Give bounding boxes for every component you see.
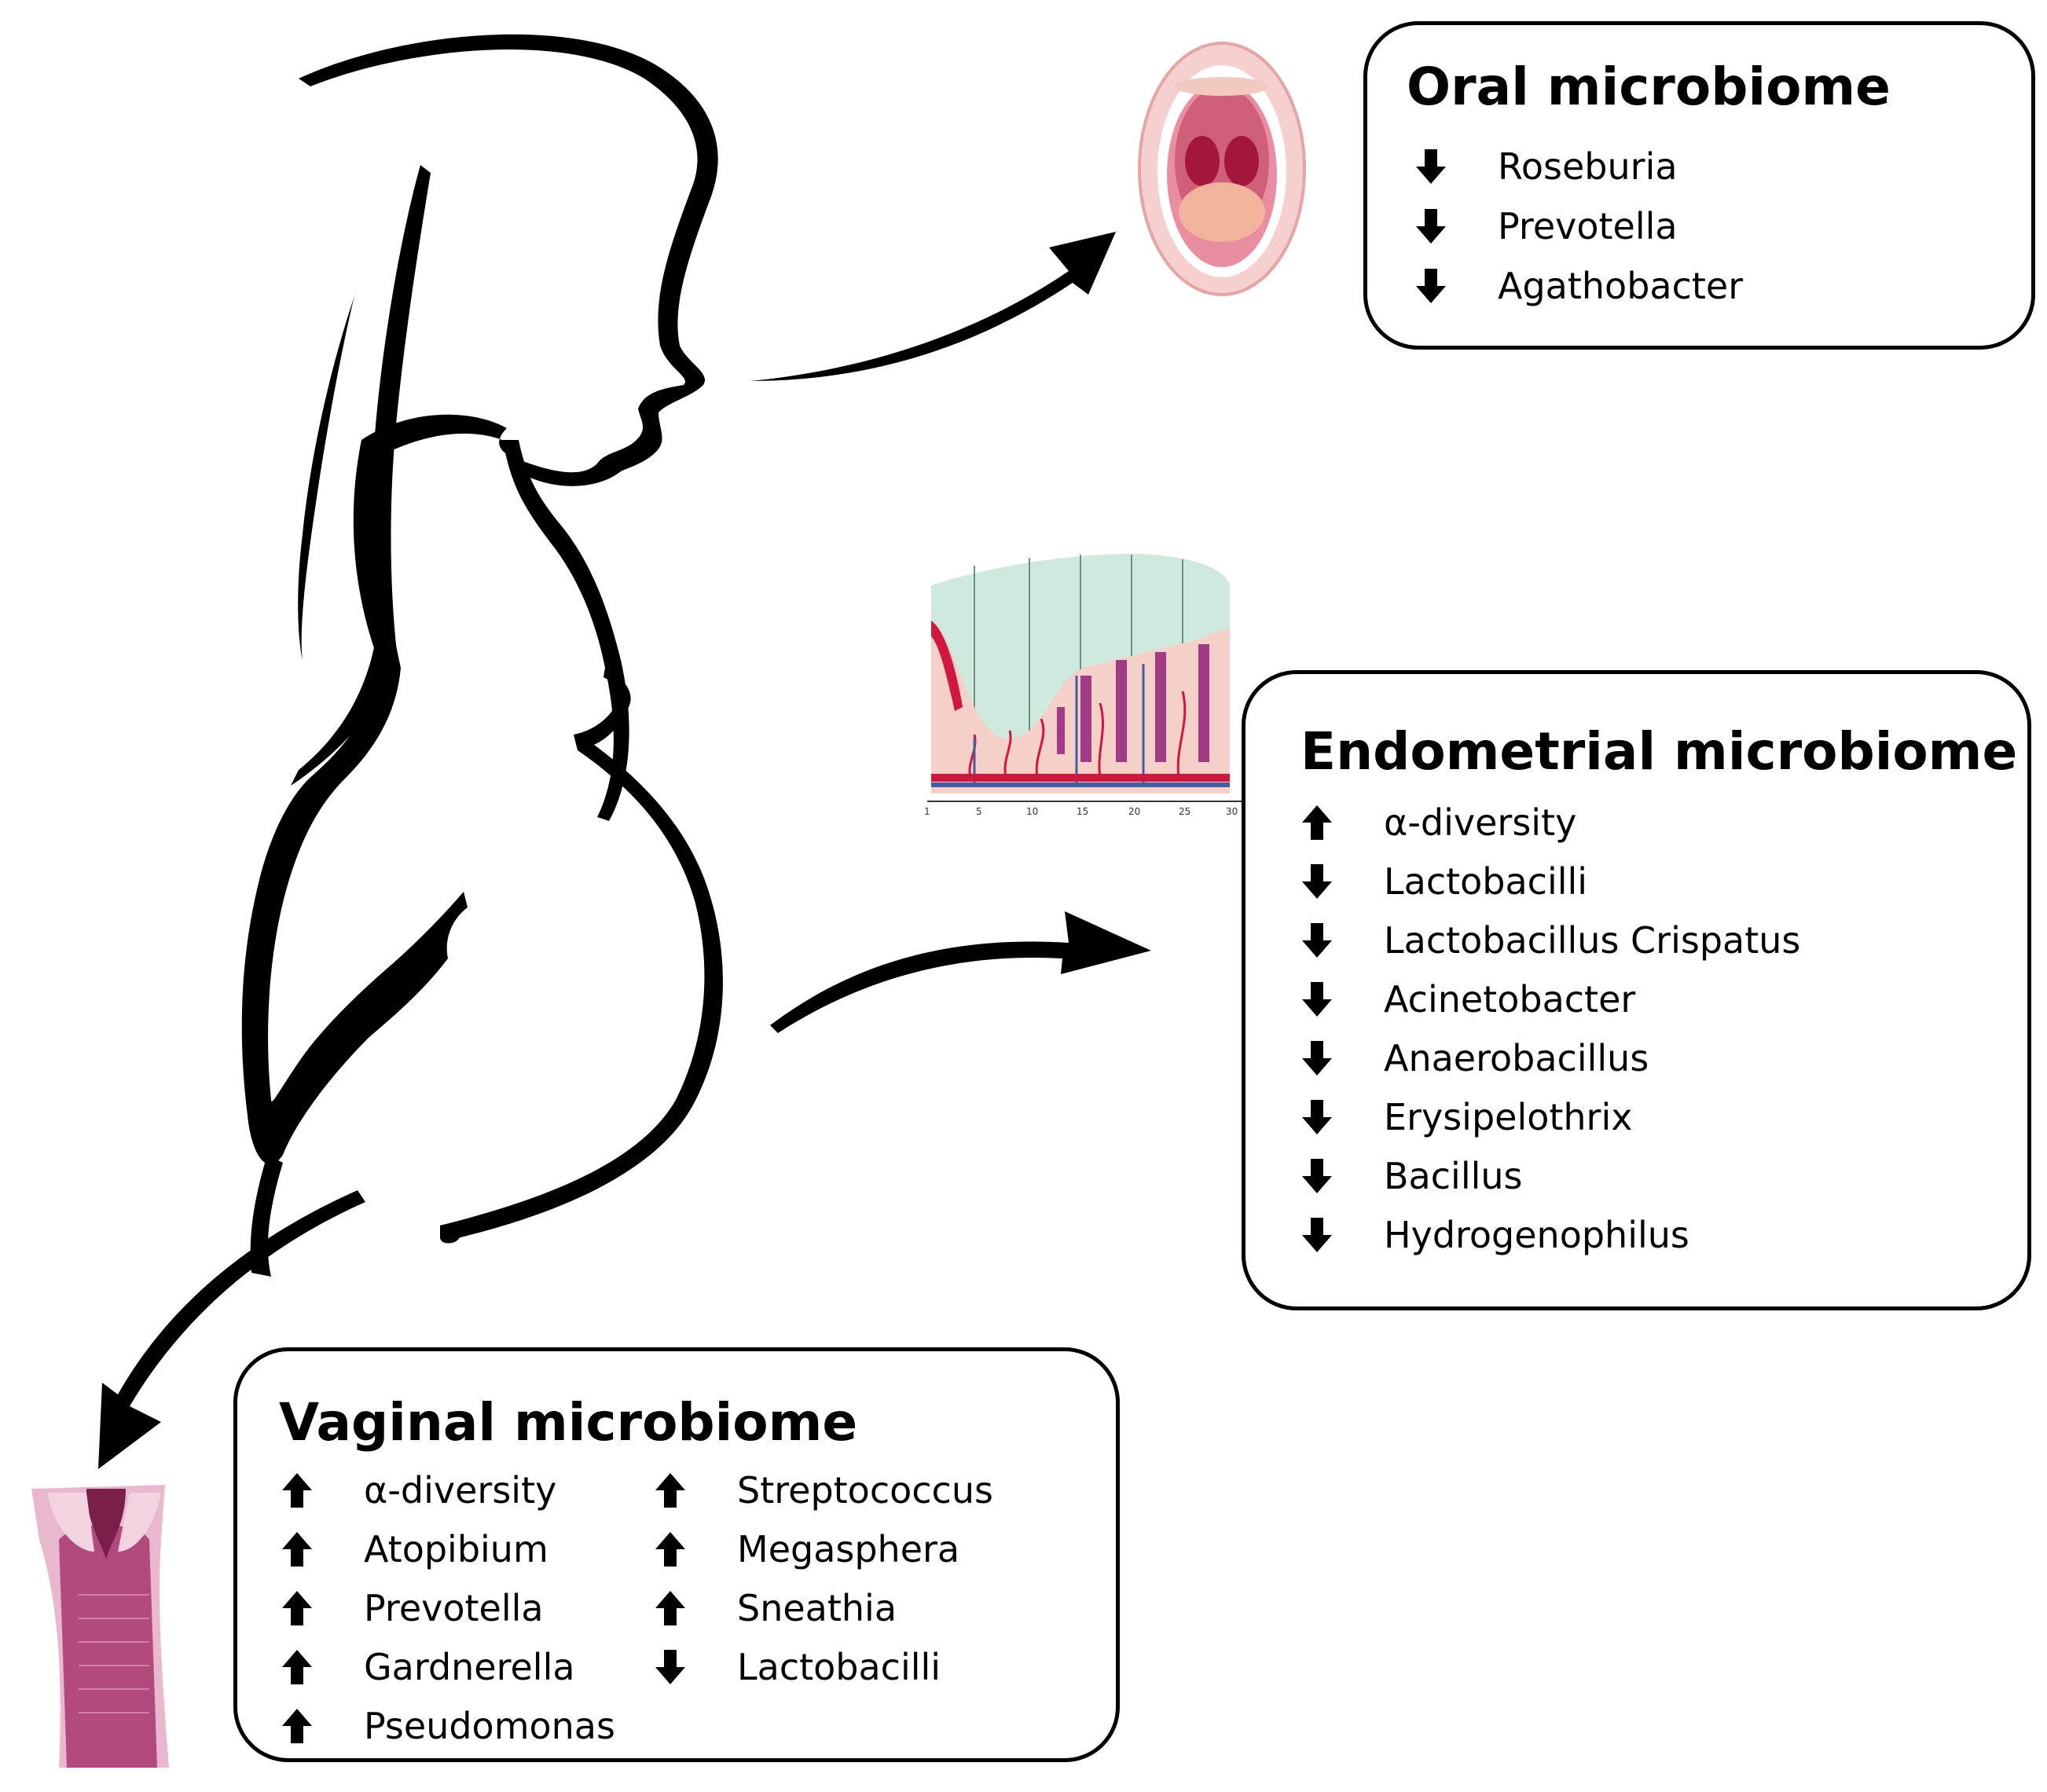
vagina-illustration-icon (31, 1485, 169, 1768)
arrow-up-icon (282, 1532, 312, 1567)
microbe-label: α-diversity (1384, 801, 1577, 844)
arrow-to-vaginal-icon (98, 1190, 365, 1469)
cycle-tick: 20 (1128, 806, 1141, 817)
endometrial-microbiome-title: Endometrial microbiome (1300, 721, 2018, 782)
arrow-to-oral-icon (750, 232, 1116, 381)
microbe-label: Lactobacilli (1384, 860, 1588, 903)
cycle-tick: 1 (924, 806, 930, 817)
microbe-list-item: Lactobacilli (654, 1646, 941, 1688)
arrow-down-icon (1302, 982, 1332, 1017)
cycle-tick: 5 (976, 806, 982, 817)
microbe-label: Bacillus (1384, 1155, 1523, 1197)
microbe-label: Gardnerella (364, 1646, 575, 1688)
microbe-list-item: Roseburia (1414, 145, 1678, 188)
vaginal-microbiome-title: Vaginal microbiome (279, 1392, 858, 1453)
arrow-down-icon (1302, 1100, 1332, 1134)
microbe-list-item: Prevotella (281, 1587, 544, 1629)
arrow-down-icon (1302, 1218, 1332, 1252)
microbe-list-item: Atopibium (281, 1528, 548, 1570)
microbe-label: α-diversity (364, 1469, 557, 1512)
microbe-label: Atopibium (364, 1528, 548, 1570)
microbe-label: Streptococcus (737, 1469, 993, 1512)
microbe-list-item: Sneathia (654, 1587, 897, 1629)
microbe-label: Megasphera (737, 1528, 960, 1570)
arrow-up-icon (282, 1709, 312, 1743)
pregnant-woman-silhouette-icon (241, 34, 723, 1277)
microbe-list-item: α-diversity (281, 1469, 556, 1512)
microbe-label: Sneathia (737, 1587, 897, 1629)
arrow-up-icon (282, 1591, 312, 1625)
microbe-list-item: Bacillus (1300, 1155, 1523, 1197)
endometrial-microbiome-box (1242, 670, 2031, 1310)
cycle-tick: 15 (1077, 806, 1089, 817)
microbe-list-item: Acinetobacter (1300, 978, 1635, 1021)
oral-microbiome-box (1363, 21, 2035, 350)
microbe-label: Hydrogenophilus (1384, 1214, 1689, 1256)
microbe-label: Acinetobacter (1384, 978, 1636, 1021)
microbe-list-item: Lactobacilli (1300, 860, 1587, 903)
arrow-to-endometrial-icon (770, 911, 1151, 1033)
microbe-label: Prevotella (1498, 205, 1678, 247)
microbe-list-item: Gardnerella (281, 1646, 575, 1688)
microbe-label: Lactobacilli (737, 1646, 941, 1688)
microbe-list-item: Pseudomonas (281, 1705, 615, 1747)
microbe-list-item: Streptococcus (654, 1469, 993, 1512)
microbe-list-item: Prevotella (1414, 205, 1678, 247)
cycle-tick: 30 (1226, 806, 1238, 817)
arrow-down-icon (1416, 269, 1446, 303)
arrow-up-icon (282, 1650, 312, 1684)
arrow-down-icon (655, 1650, 685, 1684)
arrow-down-icon (1416, 209, 1446, 244)
microbe-list-item: Anaerobacillus (1300, 1037, 1649, 1079)
microbe-list-item: Megasphera (654, 1528, 959, 1570)
arrow-up-icon (655, 1591, 685, 1625)
arrow-down-icon (1302, 864, 1332, 899)
cycle-tick: 25 (1179, 806, 1191, 817)
arrow-up-icon (282, 1473, 312, 1508)
microbe-list-item: Lactobacillus Crispatus (1300, 919, 1800, 962)
microbe-label: Lactobacillus Crispatus (1384, 919, 1801, 962)
microbe-label: Erysipelothrix (1384, 1096, 1633, 1138)
microbe-list-item: α-diversity (1300, 801, 1576, 844)
arrow-down-icon (1302, 923, 1332, 958)
arrow-down-icon (1302, 1159, 1332, 1193)
mouth-illustration-icon (1138, 42, 1306, 296)
arrow-up-icon (655, 1473, 685, 1508)
microbe-label: Pseudomonas (364, 1705, 615, 1747)
microbe-list-item: Hydrogenophilus (1300, 1214, 1689, 1256)
microbe-list-item: Erysipelothrix (1300, 1096, 1632, 1138)
cycle-tick: 10 (1026, 806, 1039, 817)
arrow-down-icon (1302, 1041, 1332, 1076)
microbe-label: Agathobacter (1498, 265, 1744, 307)
microbe-label: Anaerobacillus (1384, 1037, 1649, 1079)
microbe-label: Roseburia (1498, 145, 1678, 188)
microbe-label: Prevotella (364, 1587, 544, 1629)
endometrium-cycle-illustration-icon (927, 554, 1249, 802)
arrow-up-icon (1302, 805, 1332, 840)
arrow-down-icon (1416, 149, 1446, 184)
oral-microbiome-title: Oral microbiome (1407, 57, 1891, 117)
arrow-up-icon (655, 1532, 685, 1567)
microbe-list-item: Agathobacter (1414, 265, 1743, 307)
